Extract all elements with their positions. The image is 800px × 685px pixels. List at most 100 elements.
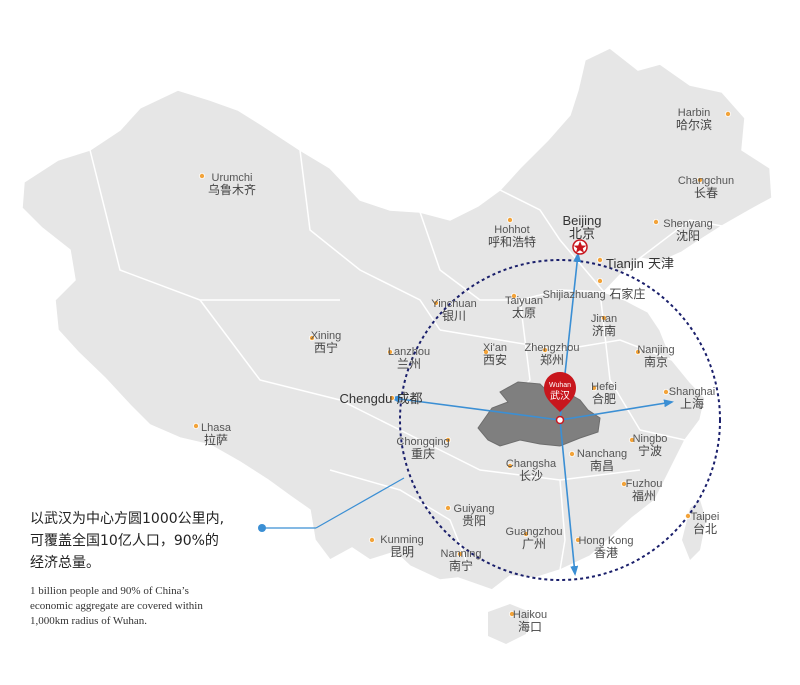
city-name-zh: 呼和浩特 bbox=[487, 235, 537, 250]
city-name-zh: 长沙 bbox=[518, 469, 543, 484]
city-dot-taiyuan bbox=[510, 292, 517, 299]
city-name-en: Xi'an bbox=[482, 342, 508, 354]
city-dot-nanjing bbox=[635, 348, 642, 355]
arrow-to-chengdu bbox=[390, 395, 561, 421]
city-name-zh: 南京 bbox=[643, 355, 668, 370]
city-dot-hefei bbox=[591, 384, 598, 391]
city-name-en: Shenyang bbox=[663, 218, 713, 230]
note-zh-line3: 经济总量。 bbox=[30, 555, 100, 571]
city-dot-shijiazhuang bbox=[597, 277, 604, 284]
wuhan-location-dot bbox=[555, 415, 565, 425]
city-dot-guangzhou bbox=[523, 531, 530, 538]
city-dot-hongkong bbox=[575, 537, 582, 544]
city-name-en: Ningbo bbox=[632, 433, 668, 445]
city-dot-changsha bbox=[506, 462, 513, 469]
city-dot-nanning bbox=[456, 551, 463, 558]
city-name-en: Shanghai bbox=[668, 386, 716, 398]
city-name-en: Jinan bbox=[590, 313, 618, 325]
city-name-zh: 拉萨 bbox=[203, 433, 229, 448]
city-dot-harbin bbox=[725, 111, 732, 118]
note-en-line2: economic aggregate are covered within bbox=[30, 600, 203, 612]
arrow-to-hongkong bbox=[559, 419, 579, 576]
city-name-zh: 石家庄 bbox=[605, 287, 646, 301]
note-zh-line2: 可覆盖全国10亿人口，90%的 bbox=[30, 533, 219, 549]
city-name-en: Guiyang bbox=[453, 503, 495, 515]
city-name-zh: 海口 bbox=[517, 620, 542, 635]
city-name-en: Fuzhou bbox=[625, 478, 663, 490]
city-dot-nanchang bbox=[569, 450, 576, 457]
city-dot-fuzhou bbox=[621, 480, 628, 487]
city-name-zh: 北京 bbox=[568, 227, 595, 243]
china-mainland bbox=[21, 47, 773, 591]
city-dot-xining bbox=[308, 334, 315, 341]
note-zh-line1: 以武汉为中心方圆1000公里内, bbox=[30, 511, 225, 527]
city-dot-lanzhou bbox=[386, 348, 393, 355]
city-name-en: Nanchang bbox=[576, 448, 628, 460]
city-name-en: Guangzhou bbox=[505, 526, 563, 538]
city-name-en: Hong Kong bbox=[578, 535, 634, 547]
city-name-zh: 兰州 bbox=[396, 357, 421, 372]
city-name-zh: 宁波 bbox=[637, 444, 663, 459]
city-name-en: Nanjing bbox=[637, 344, 675, 356]
city-name-zh: 广州 bbox=[521, 537, 547, 552]
city-name-zh: 沈阳 bbox=[675, 229, 701, 244]
wuhan-pin-icon bbox=[544, 372, 576, 412]
wuhan-pin-label-zh: 武汉 bbox=[550, 389, 570, 402]
city-name-en: Shijiazhuang bbox=[542, 289, 606, 301]
city-dot-jinan bbox=[601, 314, 608, 321]
city-name-zh: 昆明 bbox=[389, 545, 415, 560]
city-dot-ningbo bbox=[629, 436, 636, 443]
city-dot-shanghai bbox=[663, 388, 670, 395]
city-dot-xian bbox=[482, 348, 489, 355]
note-en: 1 billion people and 90% of China’s econ… bbox=[30, 584, 250, 629]
city-name-zh: 上海 bbox=[679, 397, 704, 412]
city-name-en: Hohhot bbox=[494, 224, 530, 236]
city-name-en: Urumchi bbox=[211, 172, 253, 184]
city-name-zh: 重庆 bbox=[410, 447, 435, 462]
city-dot-urumchi bbox=[198, 172, 205, 179]
hainan-island bbox=[488, 604, 530, 644]
city-dot-shenyang bbox=[653, 218, 660, 225]
city-name-zh: 台北 bbox=[692, 522, 717, 537]
city-name-zh: 哈尔滨 bbox=[675, 118, 713, 133]
radius-circle bbox=[399, 259, 721, 581]
city-name-en: Yinchuan bbox=[431, 298, 477, 310]
city-name-en: Changsha bbox=[505, 458, 557, 470]
city-name-en: Lanzhou bbox=[387, 346, 431, 358]
city-name-zh: 天津 bbox=[643, 257, 674, 272]
city-dots bbox=[192, 111, 732, 618]
city-dot-changchun bbox=[697, 176, 704, 183]
city-name-en: Nanning bbox=[440, 548, 482, 560]
city-name-zh: 太原 bbox=[511, 306, 537, 321]
city-name-en: Tianjin bbox=[606, 256, 644, 271]
city-dot-zhengzhou bbox=[542, 346, 549, 353]
city-name-zh: 乌鲁木齐 bbox=[207, 183, 257, 198]
city-name-zh: 西安 bbox=[482, 353, 507, 368]
city-name-en: Kunming bbox=[380, 534, 424, 546]
callout-leader-diag bbox=[315, 477, 405, 529]
city-name-zh: 济南 bbox=[591, 324, 617, 339]
